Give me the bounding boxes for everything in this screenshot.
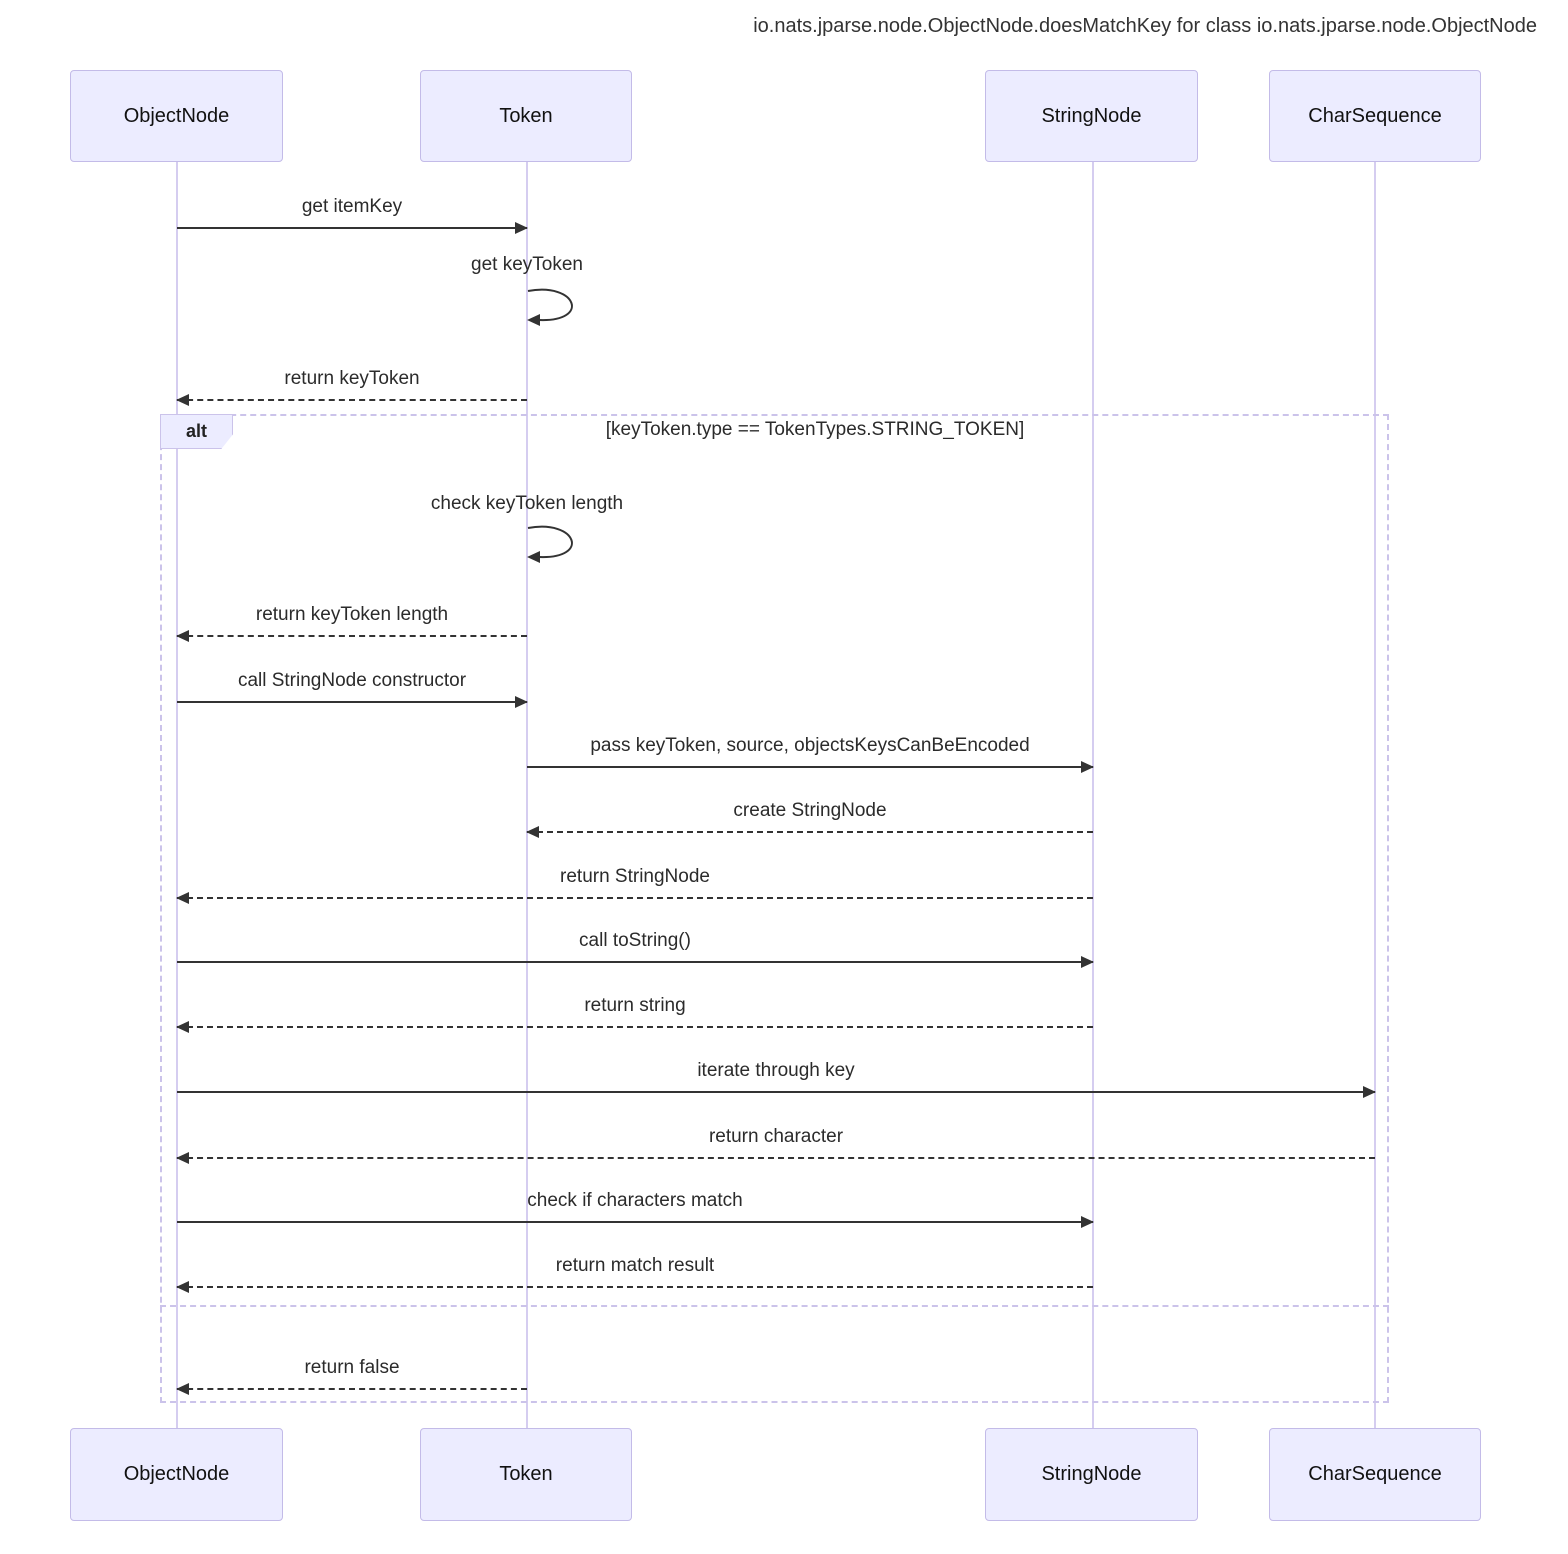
actor-top-charsequence: CharSequence (1269, 70, 1481, 162)
message-arrow-solid (177, 956, 1094, 968)
message-arrow-dashed (176, 1281, 1093, 1293)
arrowhead-icon (1363, 1086, 1376, 1098)
alt-fragment-label: alt (160, 414, 233, 449)
message-arrow-solid (177, 1216, 1094, 1228)
arrowhead-icon (176, 1152, 189, 1164)
lifeline-stringnode (1092, 162, 1094, 1428)
actor-bottom-charsequence: CharSequence (1269, 1428, 1481, 1521)
message-arrow-dashed (176, 630, 527, 642)
arrowhead-icon (1081, 956, 1094, 968)
arrowhead-icon (176, 1021, 189, 1033)
message-label: get keyToken (471, 254, 583, 275)
lifeline-charsequence (1374, 162, 1376, 1428)
arrowhead-icon (1081, 761, 1094, 773)
actor-top-token: Token (420, 70, 632, 162)
message-label: return false (304, 1357, 400, 1378)
message-label: return keyToken (284, 368, 420, 389)
message-arrow-solid (177, 222, 528, 234)
message-label: call toString() (579, 930, 691, 951)
arrowhead-icon (515, 696, 528, 708)
arrowhead-icon (1081, 1216, 1094, 1228)
alt-else-divider (160, 1305, 1389, 1307)
message-arrow-dashed (176, 892, 1093, 904)
message-arrow-dashed (176, 1152, 1375, 1164)
arrowhead-icon (176, 630, 189, 642)
self-loop-arrow (527, 288, 573, 326)
message-label: call StringNode constructor (237, 670, 467, 691)
actor-bottom-objectnode: ObjectNode (70, 1428, 283, 1521)
message-label: create StringNode (733, 800, 887, 821)
message-label: get itemKey (301, 196, 403, 217)
message-label: check if characters match (527, 1190, 743, 1211)
message-label: return match result (555, 1255, 715, 1276)
arrowhead-icon (176, 1281, 189, 1293)
message-label: return string (584, 995, 686, 1016)
message-label: return StringNode (560, 866, 710, 887)
self-loop-arrow (527, 525, 573, 563)
message-arrow-solid (177, 1086, 1376, 1098)
message-arrow-dashed (176, 1021, 1093, 1033)
message-arrow-dashed (176, 394, 527, 406)
lifeline-objectnode (176, 162, 178, 1428)
message-label: pass keyToken, source, objectsKeysCanBeE… (590, 735, 1030, 756)
alt-fragment-frame (160, 414, 1389, 1403)
message-arrow-dashed (176, 1383, 527, 1395)
message-arrow-dashed (526, 826, 1093, 838)
actor-top-objectnode: ObjectNode (70, 70, 283, 162)
message-label: iterate through key (697, 1060, 855, 1081)
lifeline-token (526, 162, 528, 1428)
message-label: return keyToken length (255, 604, 449, 625)
arrowhead-icon (526, 826, 539, 838)
message-label: return character (708, 1126, 844, 1147)
actor-bottom-stringnode: StringNode (985, 1428, 1198, 1521)
arrowhead-icon (515, 222, 528, 234)
message-arrow-solid (527, 761, 1094, 773)
arrowhead-icon (176, 1383, 189, 1395)
actor-top-stringnode: StringNode (985, 70, 1198, 162)
arrowhead-icon (176, 892, 189, 904)
actor-bottom-token: Token (420, 1428, 632, 1521)
alt-fragment-condition: [keyToken.type == TokenTypes.STRING_TOKE… (605, 419, 1025, 440)
message-label: check keyToken length (430, 493, 624, 514)
message-arrow-solid (177, 696, 528, 708)
arrowhead-icon (176, 394, 189, 406)
diagram-title: io.nats.jparse.node.ObjectNode.doesMatch… (753, 15, 1537, 37)
